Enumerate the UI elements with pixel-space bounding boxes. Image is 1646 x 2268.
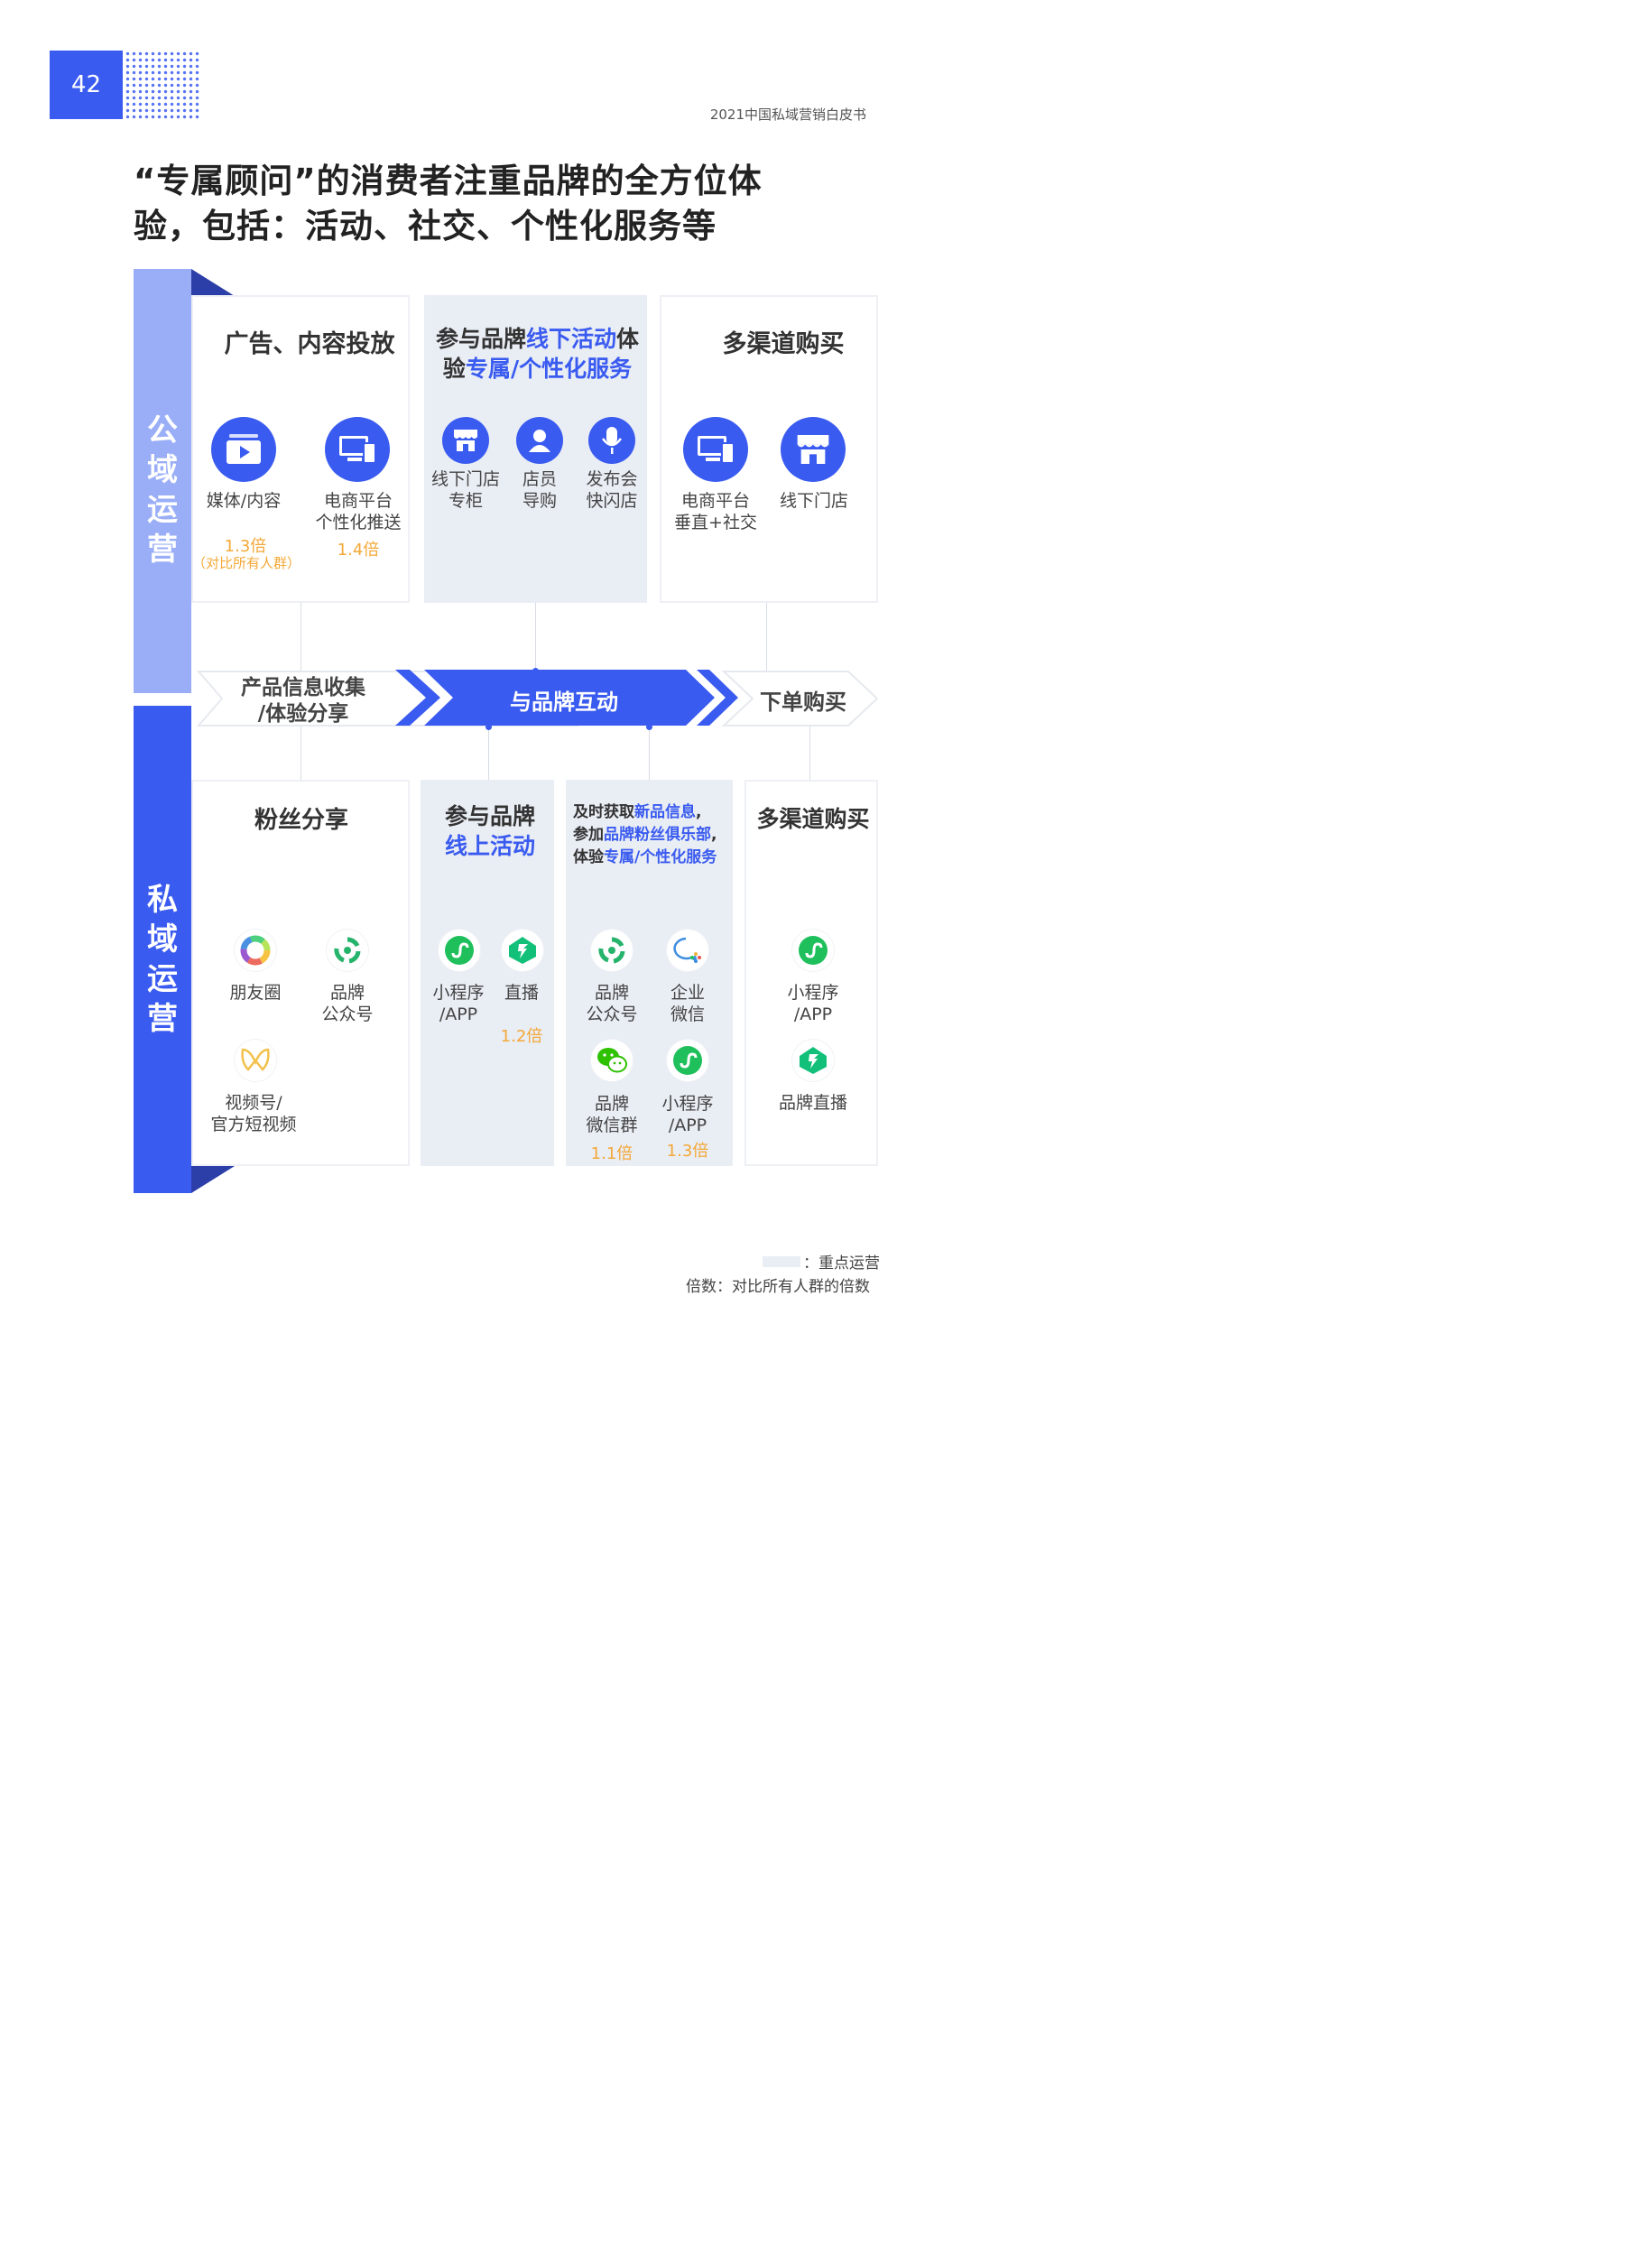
person-icon	[516, 417, 563, 464]
mic-icon	[588, 417, 635, 464]
card-title: 多渠道购买	[756, 806, 870, 832]
flow-step-3-shape	[721, 671, 879, 727]
card-multichannel-purchase-private: 多渠道购买 小程序 /APP 品牌直播	[744, 780, 878, 1166]
title-line-2: 验，包括：活动、社交、个性化服务等	[134, 207, 717, 245]
card-title: 多渠道购买	[722, 330, 845, 358]
card-title: 及时获取新品信息, 参加品牌粉丝俱乐部, 体验专属/个性化服务	[573, 803, 717, 866]
flow-arrow-graphic	[196, 670, 879, 727]
public-domain-label: 公 域 运 营	[147, 412, 178, 568]
devices-icon	[683, 417, 748, 482]
flow-step-collect-share: 产品信息收集 /体验分享	[241, 676, 365, 726]
item-label: 电商平台 个性化推送	[315, 491, 402, 532]
flow-step-purchase: 下单购买	[760, 690, 846, 715]
legend-highlight-swatch	[763, 1256, 800, 1267]
item-label: 品牌 公众号	[321, 983, 374, 1024]
mini-program-icon	[792, 930, 834, 971]
item-label: 朋友圈	[229, 983, 282, 1003]
live-icon	[502, 930, 543, 971]
card-new-info-club: 及时获取新品信息, 参加品牌粉丝俱乐部, 体验专属/个性化服务 品牌 公众号 企…	[566, 780, 733, 1166]
wecom-icon	[667, 930, 708, 971]
private-domain-label: 私 域 运 营	[147, 882, 178, 1037]
card-online-activity: 参与品牌 线上活动 小程序 /APP 直播 1.2倍	[421, 780, 554, 1166]
report-subtitle: 2021中国私域营销白皮书	[709, 106, 866, 123]
card-offline-activity: 参与品牌线下活动体 验专属/个性化服务 线下门店 专柜 店员 导购 发布会 快闪…	[424, 295, 647, 603]
official-account-icon	[327, 930, 368, 971]
store-icon	[781, 417, 846, 482]
dot-pattern-decoration	[125, 51, 200, 119]
flow-dot	[646, 724, 652, 730]
item-label: 线下门店	[779, 491, 848, 511]
flow-dot	[532, 668, 539, 674]
item-label: 电商平台 垂直+社交	[674, 491, 757, 532]
card-ads-content: 广告、内容投放 媒体/内容 电商平台 个性化推送 1.3倍 （对比所有人群） 1…	[191, 295, 410, 603]
multiplier-value: 1.3倍	[224, 537, 267, 556]
moments-icon	[235, 930, 276, 971]
connector-line	[809, 727, 810, 781]
connector-line	[649, 727, 650, 781]
card-fan-share: 粉丝分享 朋友圈 品牌 公众号 视频号/ 官方短视频	[191, 780, 410, 1166]
store-icon	[442, 417, 489, 464]
legend-multiplier-text: 倍数：对比所有人群的倍数	[686, 1278, 870, 1296]
multiplier-note: （对比所有人群）	[191, 555, 301, 571]
item-label: 线下门店 专柜	[430, 469, 500, 511]
flow-double-chevron-left	[395, 670, 440, 726]
public-domain-bar	[134, 269, 191, 693]
live-icon	[792, 1040, 834, 1081]
devices-icon	[325, 417, 390, 482]
item-label: 小程序 /APP	[661, 1094, 714, 1135]
item-label: 品牌直播	[778, 1093, 847, 1113]
public-bar-corner	[191, 269, 235, 296]
flow-step-2-shape	[424, 670, 715, 726]
page-number: 42	[50, 51, 123, 119]
legend-highlight-text: ：重点运营	[803, 1254, 880, 1273]
card-title: 广告、内容投放	[224, 330, 395, 358]
card-title: 粉丝分享	[254, 807, 348, 834]
wechat-group-icon	[591, 1040, 633, 1081]
card-title: 参与品牌 线上活动	[444, 803, 535, 859]
item-label: 企业 微信	[670, 983, 705, 1024]
mini-program-icon	[667, 1040, 708, 1081]
item-label: 品牌 微信群	[586, 1094, 638, 1135]
connector-line	[488, 727, 489, 781]
multiplier-value: 1.4倍	[337, 541, 380, 560]
flow-step-interact: 与品牌互动	[510, 690, 618, 715]
item-label: 视频号/ 官方短视频	[210, 1093, 297, 1134]
multiplier-value: 1.3倍	[666, 1142, 709, 1161]
item-label: 小程序 /APP	[787, 983, 839, 1024]
item-label: 店员 导购	[522, 469, 557, 511]
private-domain-bar	[134, 706, 191, 1193]
item-label: 直播	[504, 983, 539, 1003]
private-bar-corner	[191, 1166, 235, 1193]
card-multichannel-purchase-public: 多渠道购买 电商平台 垂直+社交 线下门店	[660, 295, 878, 603]
item-label: 发布会 快闪店	[586, 469, 638, 511]
item-label: 品牌 公众号	[586, 983, 638, 1024]
connector-line	[535, 603, 536, 673]
card-title: 参与品牌线下活动体 验专属/个性化服务	[435, 326, 640, 382]
multiplier-value: 1.1倍	[590, 1144, 633, 1163]
channels-icon	[235, 1040, 276, 1081]
mini-program-icon	[439, 930, 480, 971]
title-line-1: “专属顾问”的消费者注重品牌的全方位体	[134, 162, 763, 200]
page-title: “专属顾问”的消费者注重品牌的全方位体 验，包括：活动、社交、个性化服务等	[134, 159, 855, 249]
flow-dot	[485, 724, 492, 730]
connector-line	[766, 603, 767, 673]
official-account-icon	[591, 930, 633, 971]
item-label: 小程序 /APP	[432, 983, 485, 1024]
multiplier-value: 1.2倍	[500, 1027, 543, 1046]
flow-double-chevron-right	[697, 670, 738, 726]
video-icon	[211, 417, 276, 482]
item-label: 媒体/内容	[206, 491, 282, 511]
